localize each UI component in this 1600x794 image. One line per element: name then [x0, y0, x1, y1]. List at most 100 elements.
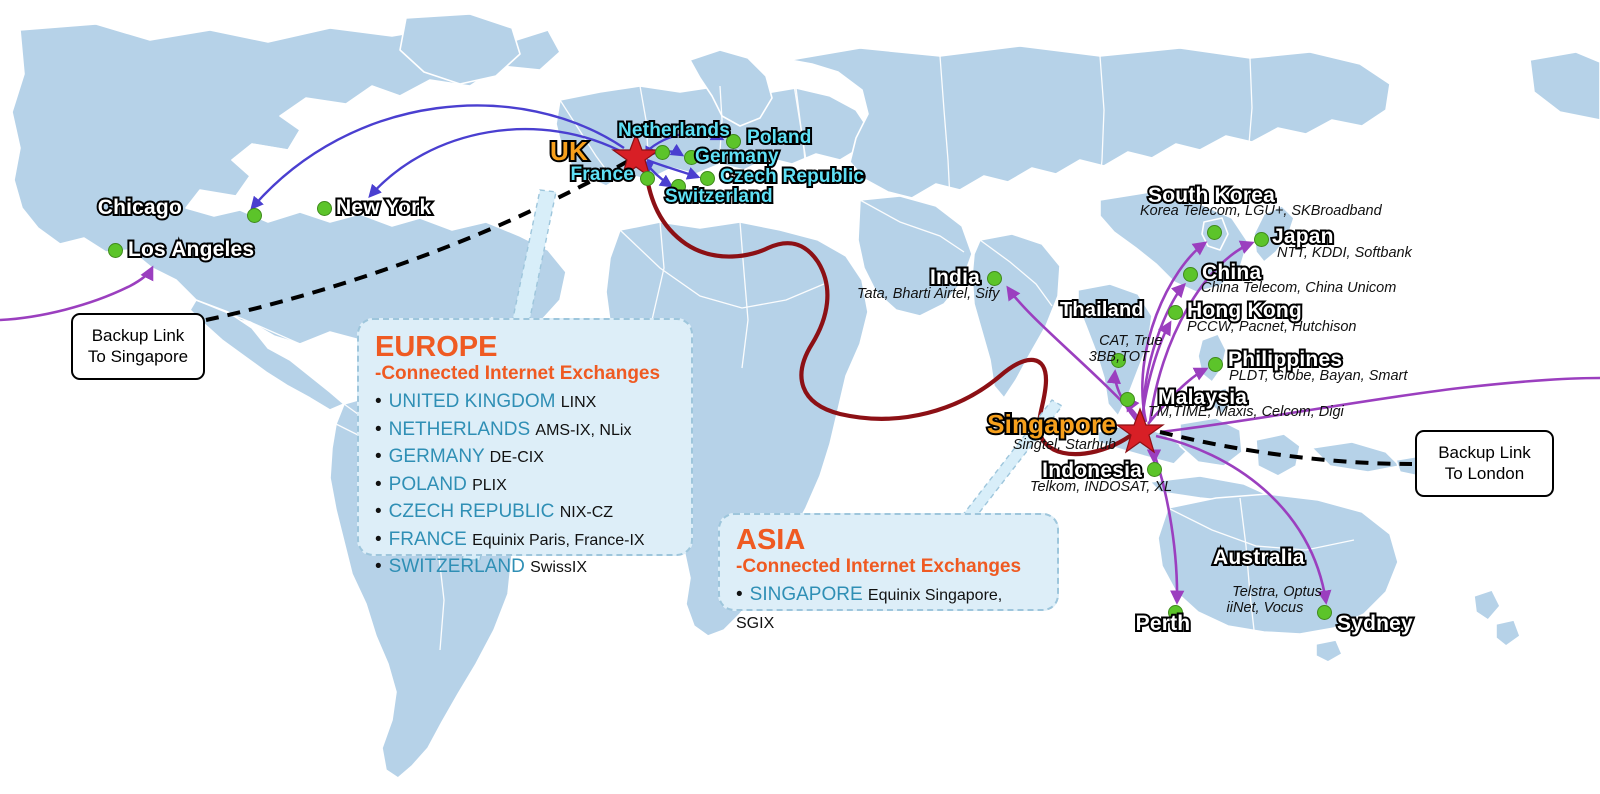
node-dot-perth[interactable] [1168, 605, 1183, 620]
label-indonesia: Indonesia [1040, 457, 1144, 484]
ix-item: SWITZERLAND SwissIX [375, 553, 675, 581]
node-dot-malaysia[interactable] [1120, 392, 1135, 407]
carriers-malaysia: TM,TIME, Maxis, Celcom, Digi [1148, 404, 1344, 420]
arc-singapore-hong-kong [1140, 320, 1172, 421]
label-czech-republic: Czech Republic [718, 164, 866, 189]
node-dot-czech-republic[interactable] [700, 171, 715, 186]
node-dot-philippines[interactable] [1208, 357, 1223, 372]
label-india: India [928, 264, 982, 291]
carriers-singapore: Singtel, Starhub [1012, 437, 1116, 453]
ix-item: NETHERLANDS AMS-IX, NLix [375, 416, 675, 444]
label-sydney: Sydney [1335, 610, 1415, 637]
arc-singapore-south-korea [1141, 241, 1208, 423]
carriers-australia: Telstra, Optus iiNet, Vocus [1226, 584, 1322, 616]
ix-country: GERMANY [388, 446, 485, 468]
ix-item: FRANCE Equinix Paris, France-IX [375, 526, 675, 554]
label-thailand: Thailand [1058, 297, 1146, 323]
ix-country: SINGAPORE [749, 584, 863, 606]
node-dot-south-korea[interactable] [1207, 225, 1222, 240]
label-hong-kong: Hong Kong [1185, 297, 1304, 324]
ix-country: SWITZERLAND [388, 556, 525, 578]
carriers-thailand: CAT, True 3BB,TOT [1088, 333, 1163, 365]
ix-country: NETHERLANDS [388, 418, 531, 440]
label-japan: Japan [1270, 223, 1335, 250]
ix-exchanges: NIX-CZ [559, 504, 614, 522]
label-new-york: New York [334, 194, 433, 221]
carriers-japan: NTT, KDDI, Softbank [1277, 245, 1412, 261]
arc-singapore-japan [1148, 240, 1255, 423]
arc-singapore-thailand [1106, 369, 1138, 421]
node-dot-switzerland[interactable] [671, 179, 686, 194]
uk-hub-star-icon [611, 132, 661, 179]
label-chicago: Chicago [96, 194, 184, 221]
ix-exchanges: LINX [560, 394, 597, 412]
node-dot-netherlands[interactable] [655, 145, 670, 160]
label-perth: Perth [1134, 610, 1192, 637]
backup-link-singapore-segment [1159, 430, 1413, 466]
arc-uk-switzerland [644, 161, 674, 188]
panel-europe-subheading: -Connected Internet Exchanges [375, 363, 661, 385]
ix-item: POLAND PLIX [375, 471, 675, 499]
ix-exchanges: PLIX [472, 476, 507, 494]
label-france: France [568, 162, 635, 187]
label-australia-region: Australia [1211, 544, 1306, 571]
callout-line1: Backup Link [91, 326, 185, 346]
callout-tail-asia [960, 399, 1064, 519]
ix-country: POLAND [388, 473, 467, 495]
node-dot-chicago[interactable] [247, 208, 262, 223]
node-dot-japan[interactable] [1254, 232, 1269, 247]
node-dot-hong-kong[interactable] [1168, 305, 1183, 320]
node-dot-china[interactable] [1183, 267, 1198, 282]
ix-item: CZECH REPUBLIC NIX-CZ [375, 498, 675, 526]
node-dot-poland[interactable] [726, 134, 741, 149]
ix-exchanges: SwissIX [530, 559, 588, 577]
panel-asia-subheading: -Connected Internet Exchanges [736, 556, 1022, 578]
panel-europe-list: UNITED KINGDOM LINX NETHERLANDS AMS-IX, … [375, 388, 675, 581]
label-philippines: Philippines [1226, 346, 1344, 373]
label-uk-hub: UK [548, 134, 590, 168]
trunk-cable-uk-singapore [643, 169, 1133, 457]
arc-uk-chicago [250, 104, 625, 210]
panel-asia-heading: ASIA [736, 524, 806, 556]
ix-exchanges: Equinix Singapore, SGIX [736, 587, 1003, 632]
node-dot-thailand[interactable] [1111, 353, 1126, 368]
label-los-angeles: Los Angeles [126, 236, 256, 263]
carriers-south-korea: Korea Telecom, LGU+, SKBroadband [1140, 203, 1382, 219]
callout-line2: To London [1444, 463, 1525, 483]
label-malaysia: Malaysia [1156, 384, 1249, 411]
arc-singapore-perth [1146, 437, 1185, 605]
panel-asia: ASIA -Connected Internet Exchanges SINGA… [718, 513, 1059, 632]
node-dot-france[interactable] [640, 171, 655, 186]
node-dot-sydney[interactable] [1317, 605, 1332, 620]
carriers-indonesia: Telkom, INDOSAT, XL [1030, 479, 1173, 495]
ix-country: UNITED KINGDOM [388, 391, 556, 413]
carriers-india: Tata, Bharti Airtel, Sify [857, 286, 1000, 302]
callout-backup-link-to-singapore: Backup Link To Singapore [71, 313, 205, 380]
node-dot-new-york[interactable] [317, 201, 332, 216]
carriers-hong-kong: PCCW, Pacnet, Hutchison [1187, 319, 1357, 335]
ix-country: FRANCE [388, 528, 467, 550]
node-dot-germany[interactable] [684, 150, 699, 165]
panel-europe-heading: EUROPE [375, 331, 498, 363]
arc-uk-new-york [368, 128, 627, 198]
ix-item: UNITED KINGDOM LINX [375, 388, 675, 416]
singapore-hub-star-icon [1115, 407, 1165, 454]
label-switzerland: Switzerland [663, 184, 775, 209]
ix-item: GERMANY DE-CIX [375, 443, 675, 471]
arc-singapore-sydney [1155, 434, 1332, 605]
callout-line2: To Singapore [87, 346, 189, 366]
label-germany: Germany [693, 144, 781, 169]
backup-link-uk-segment [205, 158, 631, 322]
arc-singapore-philippines [1147, 367, 1209, 425]
ix-item: SINGAPORE Equinix Singapore, SGIX [736, 581, 1041, 636]
ix-exchanges: Equinix Paris, France-IX [472, 531, 645, 549]
carriers-china: China Telecom, China Unicom [1201, 280, 1397, 296]
callout-backup-link-to-london: Backup Link To London [1415, 430, 1554, 497]
arc-edge-left-to-los-angeles [0, 265, 154, 322]
node-dot-los-angeles[interactable] [108, 243, 123, 258]
node-dot-india[interactable] [987, 271, 1002, 286]
ix-country: CZECH REPUBLIC [388, 501, 555, 523]
node-dot-indonesia[interactable] [1147, 462, 1162, 477]
panel-europe: EUROPE -Connected Internet Exchanges UNI… [357, 318, 693, 577]
